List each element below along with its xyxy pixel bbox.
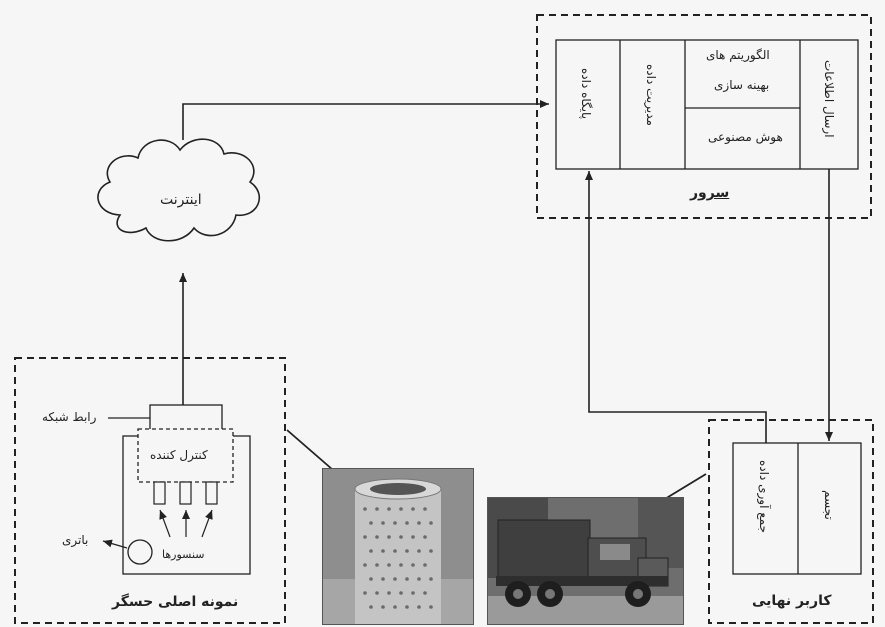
garbage-truck-photo: [487, 497, 684, 625]
server-optimization-line2: بهینه سازی: [714, 78, 770, 92]
server-database-label: پایگاه داده: [579, 68, 593, 120]
controller-box: [137, 428, 234, 483]
controller-label: کنترل کننده: [150, 448, 208, 462]
server-table: [555, 39, 859, 170]
internet-to-server-arrow: [182, 100, 549, 140]
end-user-group: [708, 419, 874, 624]
end-user-visualization-label: تجسم: [822, 490, 836, 520]
battery-label: باتری: [62, 533, 89, 547]
battery-circle-icon: [127, 539, 153, 565]
end-user-table: [732, 442, 862, 575]
end-user-data-collection-label: جمع آوری داده: [757, 460, 771, 533]
network-interface-label: رابط شبکه: [42, 410, 97, 424]
network-interface-box: [149, 404, 223, 432]
server-send-info-label: ارسال اطلاعات: [822, 60, 836, 138]
server-optimization-line1: الگوریتم های: [706, 48, 770, 62]
prototype-group: [14, 357, 286, 624]
server-data-management-label: مدیریت داده: [644, 64, 658, 126]
user-to-database-arrow: [585, 171, 767, 443]
server-group: [536, 14, 872, 219]
cloud-icon: [97, 138, 261, 242]
prototype-title: نمونه اصلی حسگر: [112, 594, 239, 610]
sensors-label: سنسورها: [162, 548, 205, 561]
server-ai-label: هوش مصنوعی: [708, 130, 783, 144]
trash-bin-photo: [322, 468, 474, 625]
internet-label: اینترنت: [160, 192, 202, 208]
server-title: سرور: [690, 185, 730, 201]
end-user-title: کاربر نهایی: [752, 593, 832, 609]
